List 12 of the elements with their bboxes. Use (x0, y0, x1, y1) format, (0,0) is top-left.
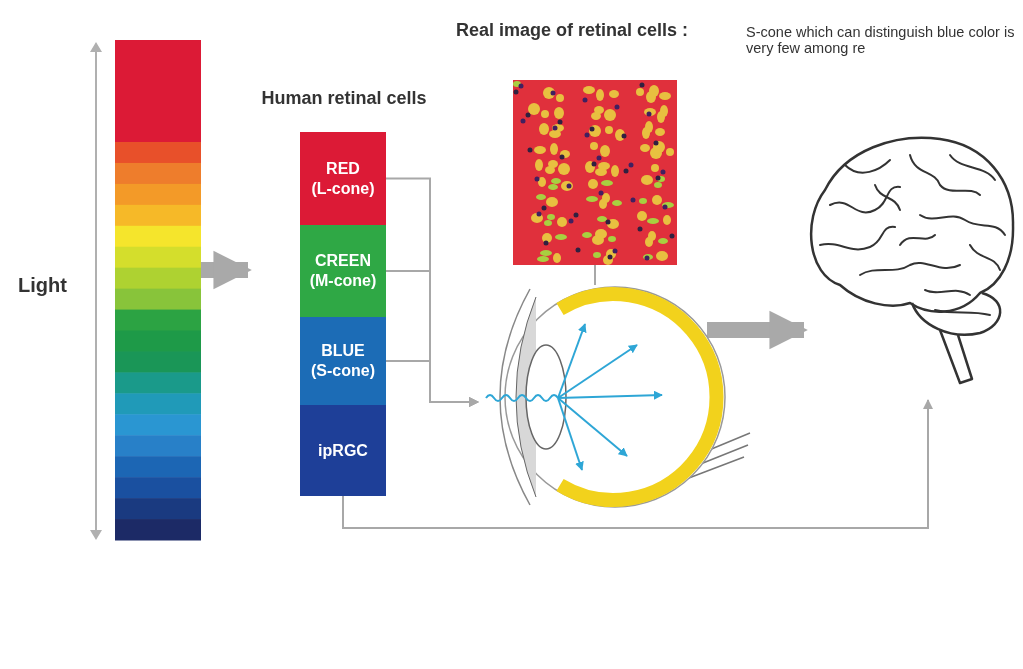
caption-heading: Light (18, 274, 68, 297)
block-arrow (707, 310, 808, 350)
connector-arrow (385, 360, 479, 407)
connector-arrow (342, 399, 933, 529)
cell-type-box: RED (L-cone) (300, 132, 386, 225)
group-heading: Human retinal cells (260, 88, 428, 109)
block-arrow (201, 250, 252, 290)
cell-type-box: BLUE (S-cone) (300, 317, 386, 405)
caption-text: S-cone which can distinguish blue color is very few among re (746, 24, 1016, 56)
cell-type-box: CREEN (M-cone) (300, 225, 386, 317)
caption-heading: Real image of retinal cells : (456, 20, 690, 41)
cell-type-box: ipRGC (300, 405, 386, 496)
